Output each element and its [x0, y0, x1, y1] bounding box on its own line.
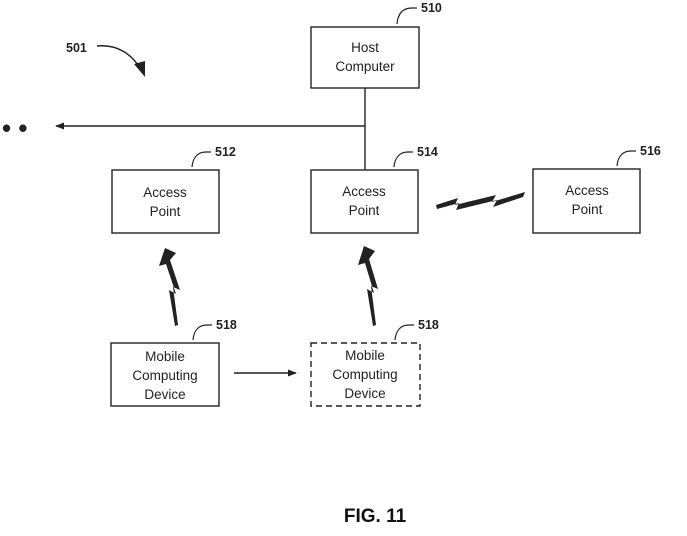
mobile-device-left-label-line3: Device	[144, 387, 185, 402]
access-point-center-label-line1: Access	[342, 184, 386, 199]
access-point-left-label-line1: Access	[143, 185, 187, 200]
wireless-link-ap-center-ap-right	[436, 192, 525, 210]
figure-label: FIG. 11	[344, 506, 407, 527]
diagram-ref-arrowhead	[134, 61, 145, 77]
mobile-device-left-label-line1: Mobile	[145, 349, 185, 364]
access-point-right-ref: 516	[640, 144, 661, 158]
access-point-center-label-line2: Point	[349, 203, 380, 218]
mobile-device-right-label-line3: Device	[344, 386, 385, 401]
access-point-left-label-line2: Point	[150, 204, 181, 219]
diagram-ref-label: 501	[66, 41, 87, 55]
access-point-center-ref-leader	[394, 152, 413, 167]
mobile-device-right-label-line2: Computing	[332, 367, 397, 382]
mobile-device-right-label-line1: Mobile	[345, 348, 385, 363]
host-computer-ref: 510	[421, 1, 442, 15]
mobile-device-left-ref: 518	[216, 318, 237, 332]
mobile-device-right-ref: 518	[418, 318, 439, 332]
wireless-link-ap-left-mobile-left	[159, 248, 180, 326]
host-computer-label-line1: Host	[351, 40, 379, 55]
access-point-center-ref: 514	[417, 145, 438, 159]
access-point-right-label-line2: Point	[572, 202, 603, 217]
diagram-ref-leader	[97, 46, 140, 68]
access-point-right-ref-leader	[617, 151, 636, 166]
mobile-device-right-ref-leader	[395, 325, 414, 340]
mobile-device-left-ref-leader	[193, 325, 212, 340]
host-computer-ref-leader	[397, 8, 417, 24]
network-continuation-dots: • •	[2, 113, 27, 143]
mobile-device-left-label-line2: Computing	[132, 368, 197, 383]
access-point-center-box	[311, 170, 418, 233]
access-point-left-ref-leader	[192, 152, 211, 167]
access-point-right-label-line1: Access	[565, 183, 609, 198]
access-point-left-box	[112, 170, 219, 233]
host-computer-label-line2: Computer	[335, 59, 395, 74]
host-computer-box	[311, 27, 419, 88]
access-point-right-box	[533, 169, 640, 233]
access-point-left-ref: 512	[215, 145, 236, 159]
wireless-link-ap-center-mobile-right	[358, 246, 378, 326]
